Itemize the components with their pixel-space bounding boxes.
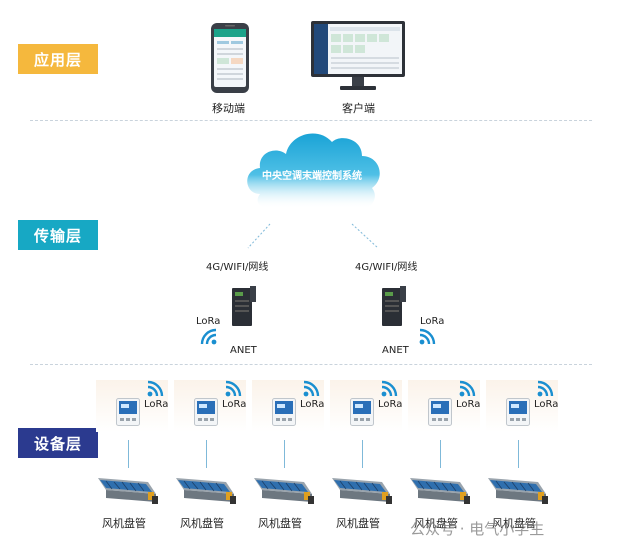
desktop-label: 客户端: [342, 102, 375, 115]
wifi-signal-icon: [537, 380, 554, 397]
fan-coil-unit-icon: [176, 478, 236, 504]
gateway-2-device-icon: [382, 286, 406, 326]
connector-line: [518, 440, 519, 468]
gateway-2-wifi-signal-icon: [419, 328, 436, 345]
thermostat-icon: [116, 398, 140, 426]
desktop-monitor-icon: [311, 21, 405, 90]
connector-line: [284, 440, 285, 468]
mobile-phone-icon: [211, 23, 249, 93]
cloud-icon: [247, 133, 380, 209]
fan-coil-label: 风机盘管: [102, 517, 146, 530]
gateway-1-device-icon: [232, 286, 256, 326]
watermark: 公众号 · 电气小学生: [410, 520, 545, 538]
layer-label-transport: 传输层: [18, 220, 98, 250]
connector-line: [362, 440, 363, 468]
wifi-signal-icon: [459, 380, 476, 397]
cloud-title: 中央空调末端控制系统: [262, 171, 362, 182]
device-lora-label: LoRa: [378, 399, 403, 410]
fan-coil-label: 风机盘管: [414, 517, 458, 530]
connector-line: [440, 440, 441, 468]
wifi-signal-icon: [303, 380, 320, 397]
device-lora-label: LoRa: [144, 399, 169, 410]
fan-coil-unit-icon: [332, 478, 392, 504]
wifi-signal-icon: [225, 380, 242, 397]
fan-coil-label: 风机盘管: [258, 517, 302, 530]
thermostat-icon: [428, 398, 452, 426]
wifi-signal-icon: [147, 380, 164, 397]
device-lora-label: LoRa: [222, 399, 247, 410]
gateway-1-lora-label: LoRa: [196, 316, 221, 327]
thermostat-icon: [194, 398, 218, 426]
gateway-2-name: ANET: [382, 345, 409, 356]
connector-line: [128, 440, 129, 468]
device-lora-label: LoRa: [300, 399, 325, 410]
cloud-link-lines: [247, 223, 379, 249]
fan-coil-label: 风机盘管: [180, 517, 224, 530]
connector-line: [206, 440, 207, 468]
gateway-1-name: ANET: [230, 345, 257, 356]
thermostat-icon: [506, 398, 530, 426]
thermostat-icon: [350, 398, 374, 426]
fan-coil-label: 风机盘管: [336, 517, 380, 530]
divider-top: [30, 120, 592, 121]
fan-coil-unit-icon: [488, 478, 548, 504]
device-lora-label: LoRa: [456, 399, 481, 410]
layer-label-application: 应用层: [18, 44, 98, 74]
gateway-2-lora-label: LoRa: [420, 316, 445, 327]
gateway-1-network-label: 4G/WIFI/网线: [206, 262, 269, 273]
device-lora-label: LoRa: [534, 399, 559, 410]
gateway-2-network-label: 4G/WIFI/网线: [355, 262, 418, 273]
wifi-signal-icon: [381, 380, 398, 397]
mobile-label: 移动端: [212, 102, 245, 115]
divider-bottom: [30, 364, 592, 365]
fan-coil-unit-icon: [98, 478, 158, 504]
fan-coil-label: 风机盘管: [492, 517, 536, 530]
fan-coil-unit-icon: [254, 478, 314, 504]
layer-label-device: 设备层: [18, 428, 98, 458]
fan-coil-unit-icon: [410, 478, 470, 504]
gateway-1-wifi-signal-icon: [200, 328, 217, 345]
thermostat-icon: [272, 398, 296, 426]
